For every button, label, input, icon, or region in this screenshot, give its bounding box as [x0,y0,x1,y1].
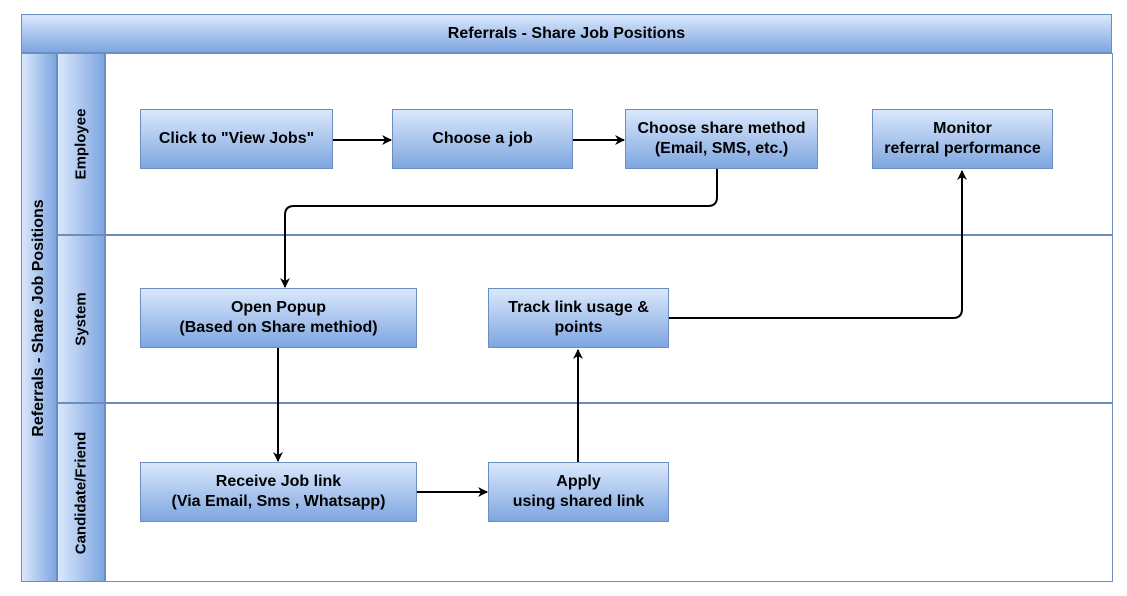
node-open-popup: Open Popup (Based on Share methiod) [140,288,417,348]
node-receive-job-link: Receive Job link (Via Email, Sms , Whats… [140,462,417,522]
node-view-jobs: Click to "View Jobs" [140,109,333,169]
node-track-link-usage: Track link usage & points [488,288,669,348]
node-apply: Apply using shared link [488,462,669,522]
pool-side-text: Referrals - Share Job Positions [30,198,47,437]
lane-label-employee: Employee [72,108,90,180]
node-choose-job: Choose a job [392,109,573,169]
lane-label-candidate: Candidate/Friend [72,431,90,554]
lane-header-employee: Employee [57,53,105,235]
lane-header-candidate: Candidate/Friend [57,403,105,582]
node-choose-share-method: Choose share method (Email, SMS, etc.) [625,109,818,169]
pool-title: Referrals - Share Job Positions [21,14,1112,53]
pool-title-text: Referrals - Share Job Positions [447,24,686,42]
node-monitor-performance: Monitor referral performance [872,109,1053,169]
lane-label-system: System [72,292,90,346]
lane-header-system: System [57,235,105,403]
pool-side-label: Referrals - Share Job Positions [21,53,57,582]
